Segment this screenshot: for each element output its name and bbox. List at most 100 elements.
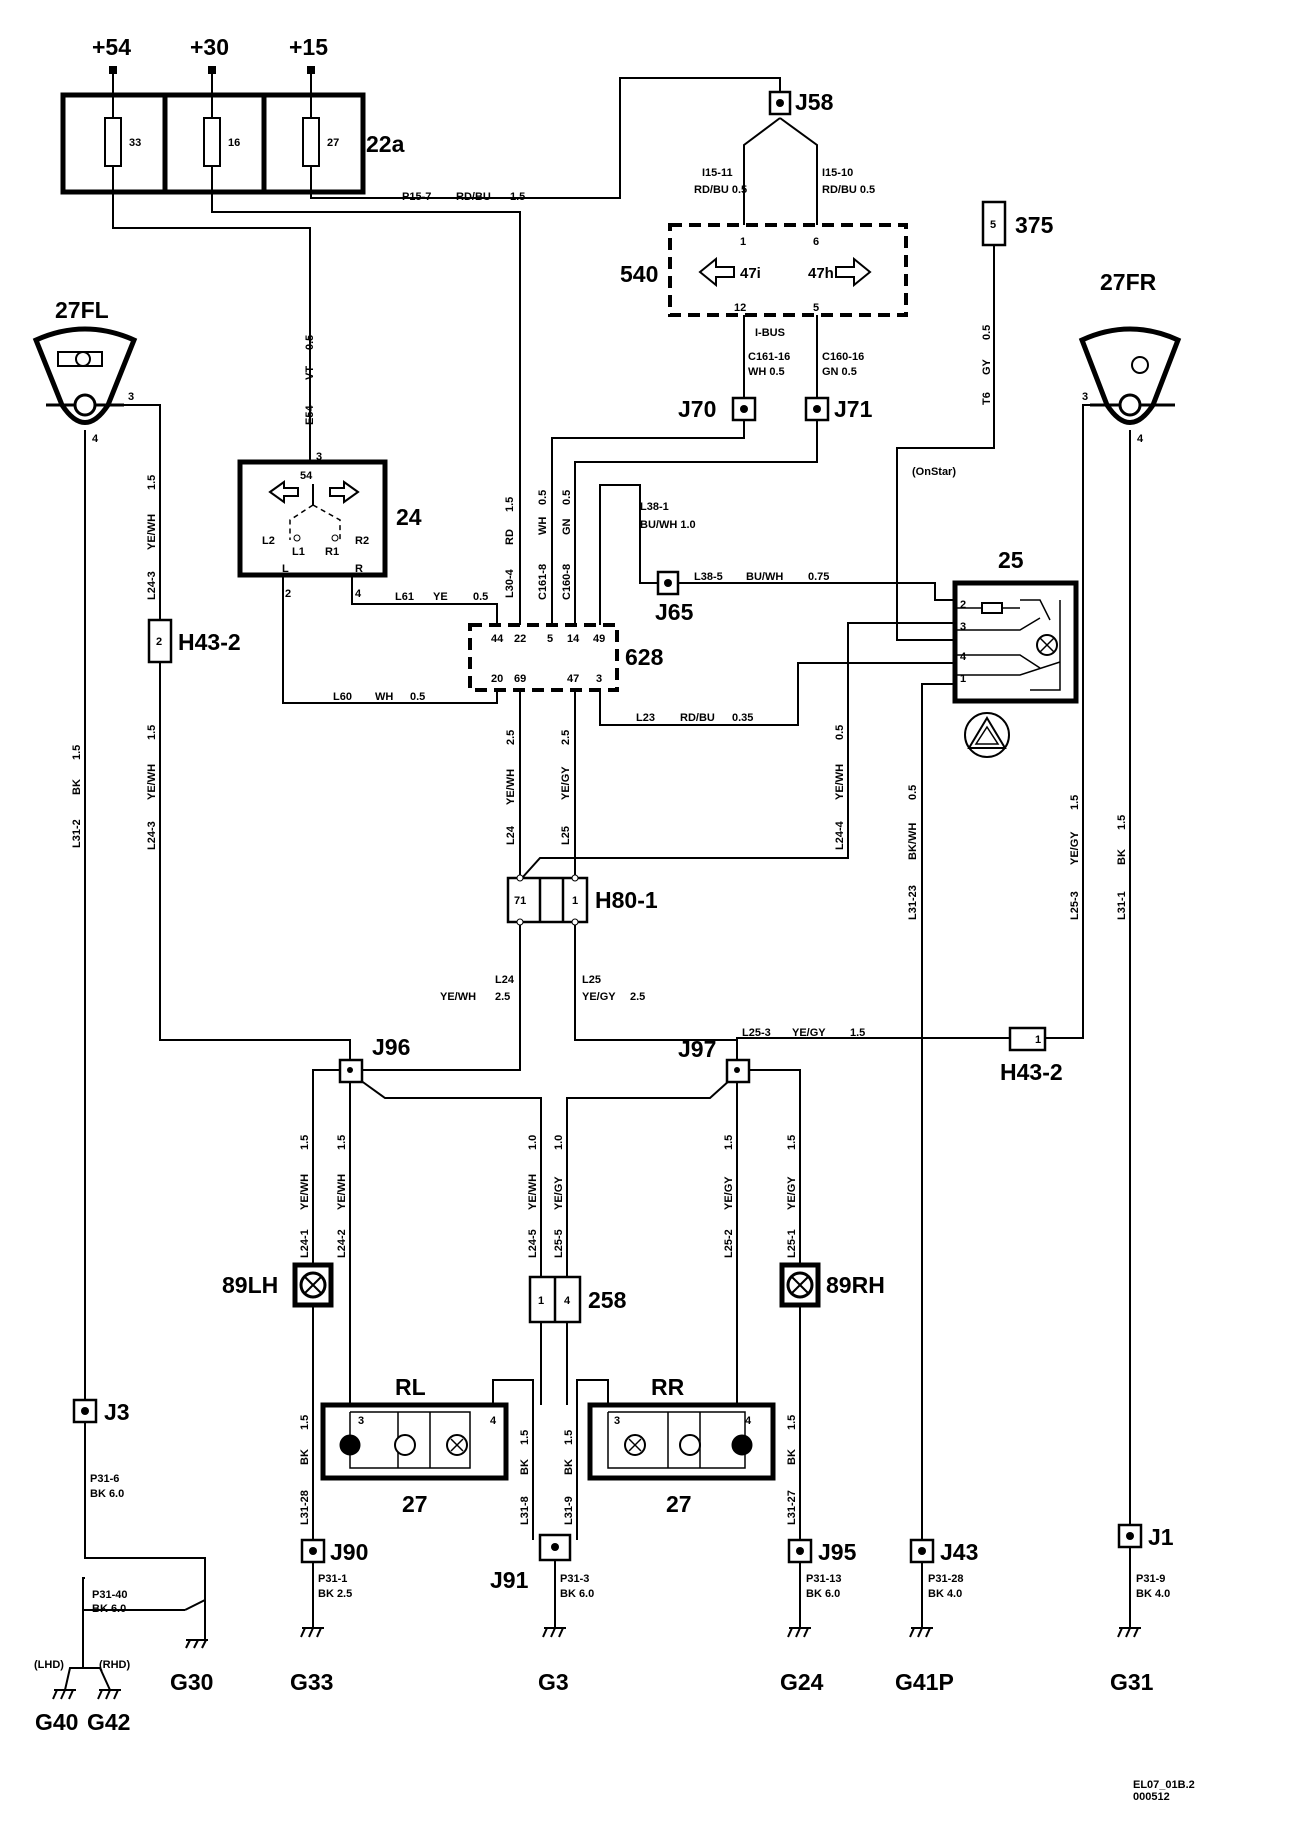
svg-text:L24-5: L24-5 — [527, 1229, 539, 1258]
junction-j1: J1 — [1117, 1523, 1174, 1550]
svg-text:YE/WH: YE/WH — [527, 1174, 539, 1210]
svg-text:3: 3 — [316, 451, 322, 463]
svg-text:2: 2 — [156, 636, 162, 648]
svg-text:T6: T6 — [981, 392, 993, 405]
fuse-16-label: 16 — [228, 137, 240, 149]
svg-text:L31-9: L31-9 — [563, 1496, 575, 1525]
svg-text:3: 3 — [614, 1415, 620, 1427]
svg-text:4: 4 — [355, 588, 362, 600]
svg-text:R: R — [355, 563, 363, 575]
svg-text:RL: RL — [395, 1374, 426, 1400]
ground-icon — [300, 1627, 324, 1638]
hazard-icon — [964, 712, 1010, 758]
svg-text:G40: G40 — [35, 1709, 78, 1735]
svg-text:0.5: 0.5 — [981, 325, 993, 340]
junction-j58: J58 — [768, 89, 834, 116]
connector-258: 1 4 258 — [528, 1265, 627, 1324]
ibus-label: I-BUS — [755, 327, 785, 339]
svg-text:J97: J97 — [678, 1036, 716, 1062]
svg-text:3: 3 — [128, 391, 134, 403]
svg-text:E54: E54 — [304, 405, 316, 425]
svg-text:L: L — [282, 563, 289, 575]
svg-text:27: 27 — [402, 1491, 428, 1517]
fuse-27-label: 27 — [327, 137, 339, 149]
svg-text:BK 4.0: BK 4.0 — [928, 1588, 962, 1600]
svg-text:WH: WH — [537, 517, 549, 535]
svg-text:4: 4 — [1137, 433, 1144, 445]
svg-text:G33: G33 — [290, 1669, 333, 1695]
svg-text:BK 6.0: BK 6.0 — [806, 1588, 840, 1600]
svg-text:27: 27 — [666, 1491, 692, 1517]
svg-text:R2: R2 — [355, 535, 369, 547]
svg-text:000512: 000512 — [1133, 1791, 1170, 1803]
svg-text:C161-8: C161-8 — [537, 564, 549, 600]
bulb-icon — [679, 1434, 701, 1456]
svg-text:YE/WH: YE/WH — [299, 1174, 311, 1210]
junction-j43: J43 — [909, 1538, 978, 1565]
fuse-27-icon — [302, 117, 320, 167]
grounds — [52, 1598, 1141, 1700]
junction-j91: J91 — [490, 1533, 572, 1593]
relay-24: 54 L2 L1 R1 R2 L R 3 2 4 24 — [237, 451, 422, 600]
svg-text:1.5: 1.5 — [723, 1135, 735, 1150]
svg-text:YE: YE — [433, 591, 448, 603]
svg-text:L24-3: L24-3 — [146, 571, 158, 600]
junction-j70: J70 — [678, 396, 757, 422]
arrow-right-icon — [329, 480, 360, 504]
svg-text:1.5: 1.5 — [510, 191, 525, 203]
svg-text:L30-4: L30-4 — [504, 568, 516, 598]
svg-text:L25-5: L25-5 — [553, 1229, 565, 1258]
svg-text:L1: L1 — [292, 546, 305, 558]
svg-text:1.5: 1.5 — [299, 1135, 311, 1150]
lamp-89lh: 89LH — [222, 1262, 334, 1308]
svg-text:1.5: 1.5 — [71, 745, 83, 760]
svg-text:L24-2: L24-2 — [336, 1229, 348, 1258]
svg-text:44: 44 — [491, 633, 504, 645]
svg-text:RD/BU: RD/BU — [680, 712, 715, 724]
svg-text:BK 6.0: BK 6.0 — [90, 1488, 124, 1500]
svg-text:0.5: 0.5 — [537, 490, 549, 505]
svg-text:P31-1: P31-1 — [318, 1573, 347, 1585]
svg-text:L31-23: L31-23 — [907, 885, 919, 920]
svg-text:1.5: 1.5 — [336, 1135, 348, 1150]
svg-text:1.5: 1.5 — [563, 1430, 575, 1445]
svg-text:L24-3: L24-3 — [146, 821, 158, 850]
arrow-right-icon — [835, 256, 872, 288]
svg-text:YE/GY: YE/GY — [792, 1027, 826, 1039]
svg-text:258: 258 — [588, 1287, 627, 1313]
svg-text:J71: J71 — [834, 396, 873, 422]
bulb-icon — [394, 1434, 416, 1456]
svg-text:J43: J43 — [940, 1539, 978, 1565]
svg-text:BK: BK — [1116, 849, 1128, 865]
svg-text:1.5: 1.5 — [786, 1135, 798, 1150]
svg-text:3: 3 — [960, 621, 966, 633]
svg-text:WH 0.5: WH 0.5 — [748, 366, 785, 378]
svg-text:25: 25 — [998, 547, 1024, 573]
svg-text:P31-28: P31-28 — [928, 1573, 963, 1585]
ground-icon — [1117, 1627, 1141, 1638]
svg-text:47i: 47i — [740, 265, 761, 282]
svg-text:0.5: 0.5 — [907, 785, 919, 800]
onstar-label: (OnStar) — [912, 466, 956, 478]
svg-text:G42: G42 — [87, 1709, 130, 1735]
svg-text:L23: L23 — [636, 712, 655, 724]
svg-text:L38-5: L38-5 — [694, 571, 723, 583]
svg-text:BK 6.0: BK 6.0 — [560, 1588, 594, 1600]
svg-text:H43-2: H43-2 — [1000, 1059, 1063, 1085]
svg-text:BK: BK — [786, 1449, 798, 1465]
relay-24-label: 24 — [396, 504, 422, 530]
svg-text:YE/GY: YE/GY — [786, 1176, 798, 1210]
module-628-label: 628 — [625, 644, 664, 670]
svg-text:L24: L24 — [505, 825, 517, 845]
svg-text:1: 1 — [740, 236, 746, 248]
svg-text:47: 47 — [567, 673, 579, 685]
bulb-icon — [339, 1434, 361, 1456]
svg-text:I15-10: I15-10 — [822, 167, 853, 179]
svg-text:L61: L61 — [395, 591, 414, 603]
supply-30-label: +30 — [190, 34, 229, 60]
ground-icon — [97, 1689, 121, 1700]
svg-text:GN 0.5: GN 0.5 — [822, 366, 857, 378]
fuse-33-icon — [104, 117, 122, 167]
bulb-icon — [75, 351, 91, 367]
svg-text:4: 4 — [92, 433, 99, 445]
